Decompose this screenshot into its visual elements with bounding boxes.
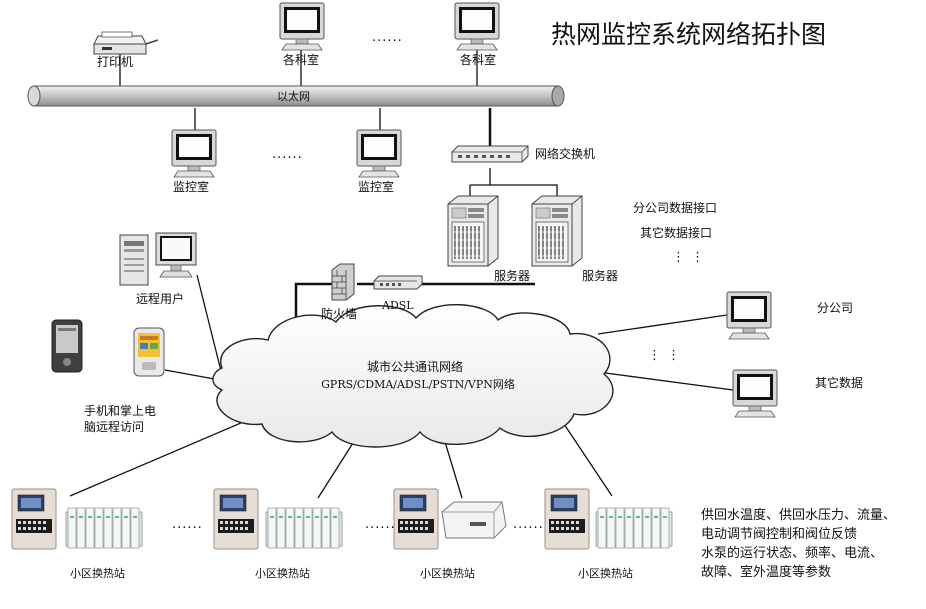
monitor-ellipsis: ......: [272, 147, 303, 162]
parameter-notes: 供回水温度、供回水压力、流量、 电动调节阀控制和阀位反馈 水泵的运行状态、频率、…: [701, 506, 923, 582]
parameter-note-line: 电动调节阀控制和阀位反馈: [701, 527, 858, 542]
mobile-link: [164, 369, 221, 381]
network-switch-icon: [451, 145, 529, 163]
station-panel-icon-4: [544, 488, 590, 550]
station-panel-icon-3: [393, 488, 439, 550]
other-data-monitor-icon: [732, 369, 778, 418]
adsl-label: ADSL: [382, 299, 414, 312]
station-modules-icon-2: [265, 507, 343, 549]
station-ellipsis-3: ......: [513, 517, 544, 532]
adsl-modem-icon: [373, 275, 423, 290]
station-label-2: 小区换热站: [255, 567, 310, 580]
remote-user-icon: [119, 232, 197, 286]
monitor-room-icon-1: [171, 129, 217, 178]
parameter-note-line: 水泵的运行状态、频率、电流、: [701, 546, 884, 561]
remote-user-label: 远程用户: [136, 292, 185, 306]
other-interface-label: 其它数据接口: [640, 226, 713, 240]
station-ellipsis-2: ......: [365, 517, 396, 532]
public-network-cloud: [212, 303, 614, 448]
switch-server-links: [470, 168, 558, 198]
firewall-icon: [331, 263, 355, 301]
branch-link: [597, 314, 728, 335]
mobile-label-line1: 手机和掌上电: [84, 404, 157, 418]
printer-label: 打印机: [97, 55, 134, 69]
ethernet-label: 以太网: [277, 90, 310, 103]
station-label-3: 小区换热站: [420, 567, 475, 580]
other-data-link: [597, 371, 734, 391]
server-label-2: 服务器: [582, 269, 619, 283]
cloud-label-line1: 城市公共通讯网络: [366, 360, 463, 374]
firewall-label: 防火墙: [321, 307, 358, 321]
mobile-label-line2: 脑远程访问: [84, 420, 145, 434]
station-modules-icon-1: [65, 507, 143, 549]
parameter-note-line: 供回水温度、供回水压力、流量、: [701, 508, 897, 523]
dept-ellipsis: ......: [372, 30, 403, 45]
station-label-1: 小区换热站: [70, 567, 125, 580]
printer-icon: [93, 31, 159, 55]
dept-label-2: 各科室: [460, 53, 497, 67]
branch-monitor-icon: [726, 291, 772, 340]
ethernet-bus: [27, 85, 565, 107]
switch-label: 网络交换机: [535, 147, 596, 161]
handheld-icon: [133, 327, 165, 377]
branch-interface-label: 分公司数据接口: [633, 201, 718, 215]
cloud-label-line2: GPRS/CDMA/ADSL/PSTN/VPN网络: [321, 378, 515, 391]
other-data-label: 其它数据: [815, 376, 864, 390]
station-modules-icon-4: [595, 507, 673, 549]
parameter-note-line: 故障、室外温度等参数: [701, 565, 832, 580]
branch-label: 分公司: [817, 301, 854, 315]
server-icon-2: [531, 195, 583, 267]
dept-monitor-icon-2: [454, 2, 500, 51]
dept-monitor-icon-1: [279, 2, 325, 51]
station-panel-icon-1: [11, 488, 57, 550]
station-label-4: 小区换热站: [578, 567, 633, 580]
station-router-icon-3: [441, 501, 507, 539]
interface-vellipsis: ⋮ ⋮: [672, 250, 706, 265]
pda-icon: [51, 319, 83, 373]
station-panel-icon-2: [213, 488, 259, 550]
diagram-title: 热网监控系统网络拓扑图: [551, 20, 827, 49]
server-label-1: 服务器: [494, 269, 531, 283]
right-vellipsis: ⋮ ⋮: [648, 348, 682, 363]
remote-user-link: [196, 274, 223, 376]
monitor-room-label-1: 监控室: [173, 180, 210, 194]
server-icon-1: [447, 195, 499, 267]
station-ellipsis-1: ......: [172, 517, 203, 532]
monitor-room-icon-2: [356, 129, 402, 178]
dept-label-1: 各科室: [283, 53, 320, 67]
monitor-room-label-2: 监控室: [358, 180, 395, 194]
